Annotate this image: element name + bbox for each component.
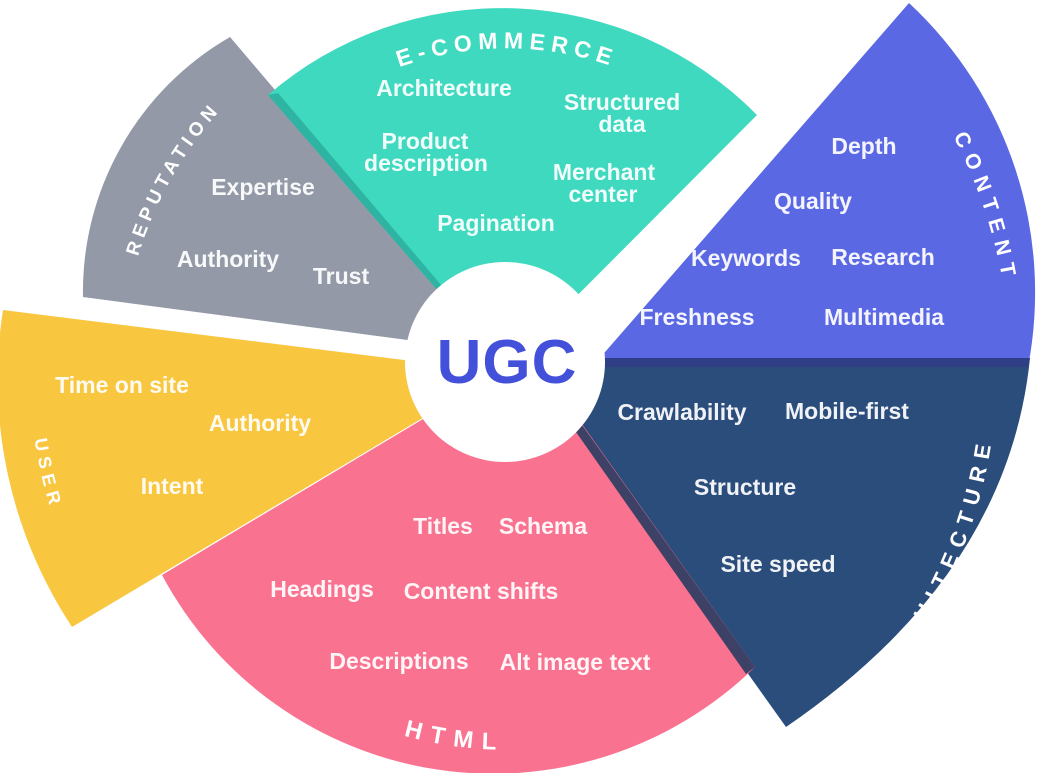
segment-user-wedge xyxy=(0,310,500,627)
keyword-research: Research xyxy=(831,244,935,270)
keyword-titles: Titles xyxy=(413,513,473,539)
keyword-alt-image-text: Alt image text xyxy=(500,649,651,675)
keyword-headings: Headings xyxy=(270,576,374,602)
keyword-multimedia: Multimedia xyxy=(824,304,944,330)
overlap-content-architecture xyxy=(598,358,1030,367)
segment-reputation-wedge xyxy=(82,37,498,352)
keyword-content-shifts: Content shifts xyxy=(404,578,559,604)
overlap-architecture-html xyxy=(576,425,755,674)
keyword-architecture-ecom: Architecture xyxy=(376,75,511,101)
keyword-intent: Intent xyxy=(141,473,204,499)
keyword-authority-user: Authority xyxy=(209,410,311,436)
segment-ecommerce-wedge xyxy=(268,8,757,369)
keyword-schema: Schema xyxy=(499,513,587,539)
keyword-freshness: Freshness xyxy=(639,304,754,330)
keyword-site-speed: Site speed xyxy=(720,551,835,577)
segment-architecture-wedge xyxy=(523,358,1030,727)
keyword-quality: Quality xyxy=(774,188,852,214)
segment-content-wedge xyxy=(592,3,1036,367)
keyword-descriptions: Descriptions xyxy=(329,648,468,674)
keyword-structure: Structure xyxy=(694,474,796,500)
keyword-pagination: Pagination xyxy=(437,210,555,236)
keyword-trust: Trust xyxy=(313,263,370,289)
center-title: UGC xyxy=(437,328,578,397)
keyword-authority-reputation: Authority xyxy=(177,246,279,272)
keyword-keywords: Keywords xyxy=(691,245,801,271)
center-circle xyxy=(405,262,605,462)
keyword-depth: Depth xyxy=(831,133,896,159)
keyword-expertise: Expertise xyxy=(211,174,315,200)
keyword-mobile-first: Mobile-first xyxy=(785,398,909,424)
keyword-crawlability: Crawlability xyxy=(617,399,746,425)
keyword-time-on-site: Time on site xyxy=(55,372,189,398)
